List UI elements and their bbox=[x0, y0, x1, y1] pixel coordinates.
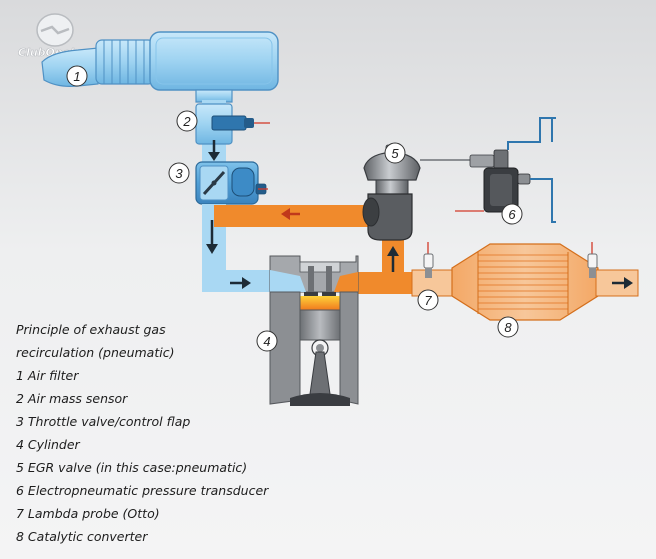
egr-return-line bbox=[214, 205, 382, 227]
egr-valve bbox=[362, 144, 470, 241]
legend-item-catalytic-converter: 8 Catalytic converter bbox=[16, 529, 148, 544]
flow-arrow-up-exhaust bbox=[387, 246, 399, 272]
air-mass-sensor bbox=[195, 103, 270, 145]
callout-4: 4 bbox=[256, 330, 278, 352]
catalytic-converter bbox=[451, 243, 599, 321]
legend-item-pressure-transducer: 6 Electropneumatic pressure transducer bbox=[16, 483, 269, 498]
callout-1-label: 1 bbox=[73, 69, 80, 84]
callout-8-label: 8 bbox=[504, 320, 512, 335]
callout-5: 5 bbox=[384, 142, 406, 164]
lambda-probe-front bbox=[423, 242, 434, 278]
callout-5-label: 5 bbox=[391, 146, 399, 161]
cylinder bbox=[269, 255, 359, 406]
callout-7-label: 7 bbox=[424, 293, 432, 308]
air-filter bbox=[41, 31, 279, 103]
callout-8: 8 bbox=[497, 316, 519, 338]
callout-3-label: 3 bbox=[175, 166, 183, 181]
legend-title-line-2: recirculation (pneumatic) bbox=[16, 345, 175, 360]
pressure-transducer bbox=[455, 117, 556, 223]
legend-title-line-1: Principle of exhaust gas bbox=[16, 322, 166, 337]
legend-item-air-filter: 1 Air filter bbox=[16, 368, 79, 383]
legend-item-egr-valve: 5 EGR valve (in this case:pneumatic) bbox=[16, 460, 248, 475]
flow-arrow-right-exhaust bbox=[612, 277, 633, 289]
callout-1: 1 bbox=[66, 65, 88, 87]
flow-arrow-right-intake bbox=[230, 277, 251, 289]
throttle-valve bbox=[195, 161, 268, 205]
callout-7: 7 bbox=[417, 289, 439, 311]
flow-arrow-down-1 bbox=[208, 140, 220, 161]
flow-arrow-down-2 bbox=[206, 220, 218, 254]
callout-6-label: 6 bbox=[508, 207, 516, 222]
legend-item-lambda-probe: 7 Lambda probe (Otto) bbox=[16, 506, 160, 521]
callout-4-label: 4 bbox=[263, 334, 270, 349]
legend-item-cylinder: 4 Cylinder bbox=[16, 437, 80, 452]
flow-arrow-left-egr bbox=[281, 208, 300, 220]
lambda-probe-rear bbox=[587, 242, 598, 278]
callout-3: 3 bbox=[168, 162, 190, 184]
legend: Principle of exhaust gas recirculation (… bbox=[16, 318, 316, 548]
callout-6: 6 bbox=[501, 203, 523, 225]
callout-2: 2 bbox=[176, 110, 198, 132]
legend-item-throttle-valve: 3 Throttle valve/control flap bbox=[16, 414, 191, 429]
callout-2-label: 2 bbox=[182, 114, 191, 129]
legend-item-air-mass-sensor: 2 Air mass sensor bbox=[16, 391, 128, 406]
